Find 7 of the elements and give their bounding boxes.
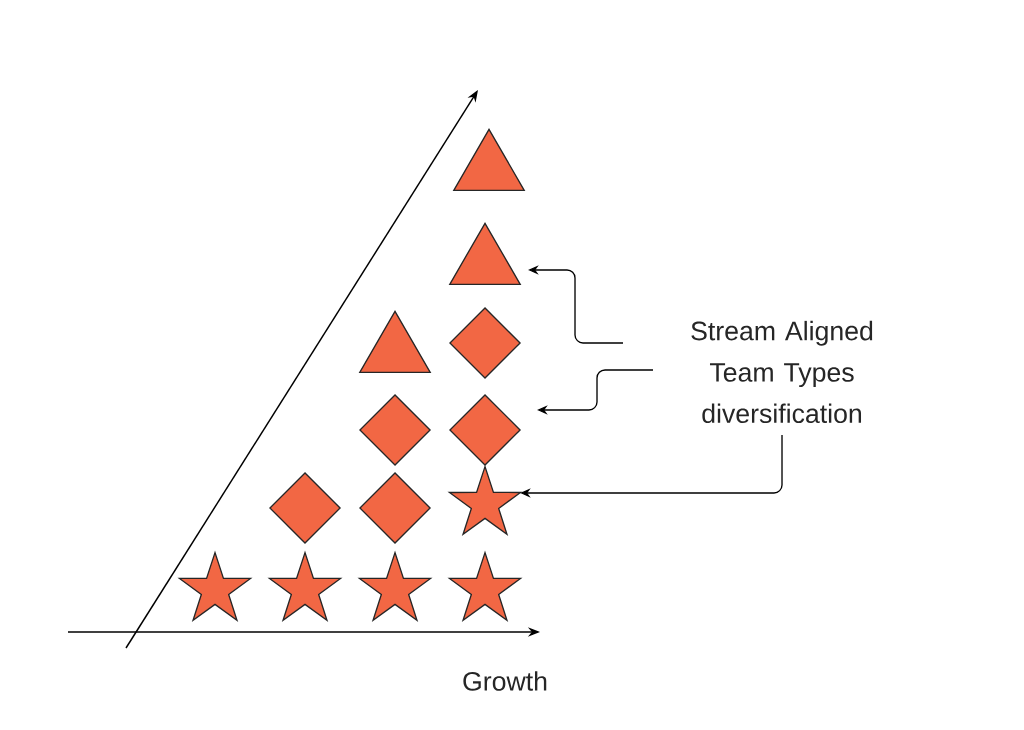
diamond-shape <box>449 307 521 379</box>
diamond-shape <box>449 394 521 466</box>
diamond-shape <box>359 394 431 466</box>
axis-label: Growth <box>463 671 547 691</box>
text-label: Stream Aligned Team Types diversification <box>691 320 873 424</box>
diamond-shape <box>359 472 431 544</box>
diamond-shape <box>269 472 341 544</box>
